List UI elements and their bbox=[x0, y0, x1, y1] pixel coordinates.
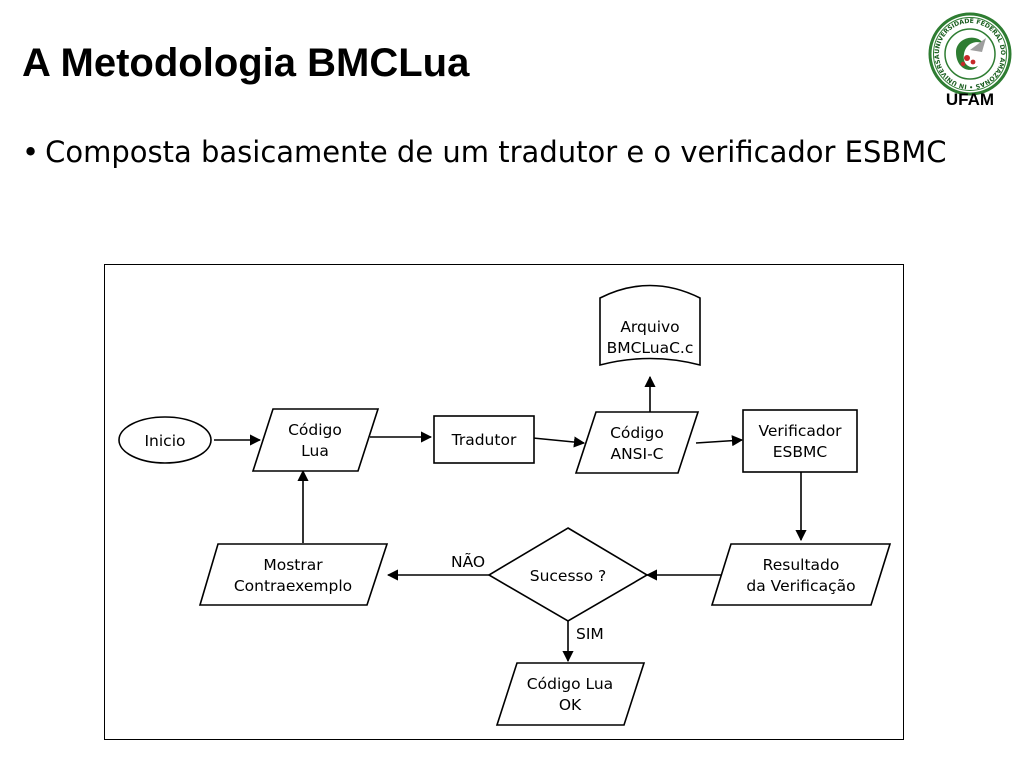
logo-text: UFAM bbox=[946, 90, 994, 108]
label-codigo-lua-2: Lua bbox=[301, 442, 329, 460]
label-tradutor: Tradutor bbox=[451, 431, 517, 449]
label-codigo-ansi-2: ANSI-C bbox=[610, 445, 663, 463]
node-tradutor bbox=[433, 415, 535, 464]
node-verificador bbox=[742, 409, 858, 473]
edge-label-sim: SIM bbox=[576, 625, 604, 643]
bullet-item: •Composta basicamente de um tradutor e o… bbox=[22, 128, 997, 176]
node-codigo-ansi bbox=[574, 411, 700, 474]
edge-tradutor-codigo-ansi bbox=[532, 436, 586, 448]
label-sucesso: Sucesso ? bbox=[530, 567, 607, 585]
node-codigo-lua bbox=[251, 408, 380, 472]
label-mostrar-1: Mostrar bbox=[263, 556, 323, 574]
flowchart: Inicio Código Lua Tradutor Código ANSI-C… bbox=[104, 264, 904, 740]
label-mostrar-2: Contraexemplo bbox=[234, 577, 352, 595]
node-arquivo bbox=[599, 284, 701, 367]
label-inicio: Inicio bbox=[144, 432, 185, 450]
node-inicio bbox=[118, 416, 212, 464]
node-codigo-ok bbox=[495, 662, 646, 726]
ufam-logo: UNIVERSIDADE FEDERAL DO AMAZONAS • IN UN… bbox=[923, 3, 1014, 109]
label-codigo-ansi-1: Código bbox=[610, 424, 664, 442]
label-codigo-ok-1: Código Lua bbox=[527, 675, 613, 693]
node-mostrar bbox=[198, 543, 389, 606]
node-resultado bbox=[710, 543, 892, 606]
label-resultado-2: da Verificação bbox=[746, 577, 855, 595]
slide-title: A Metodologia BMCLua bbox=[22, 41, 470, 85]
bullet-dot-icon: • bbox=[22, 135, 40, 169]
label-arquivo-2: BMCLuaC.c bbox=[607, 339, 694, 357]
label-verificador-2: ESBMC bbox=[773, 443, 827, 461]
label-arquivo-1: Arquivo bbox=[620, 318, 679, 336]
label-codigo-lua-1: Código bbox=[288, 421, 342, 439]
bullet-text: Composta basicamente de um tradutor e o … bbox=[45, 135, 947, 169]
label-verificador-1: Verificador bbox=[758, 422, 842, 440]
edge-codigo-ansi-verificador bbox=[695, 435, 744, 447]
label-resultado-1: Resultado bbox=[763, 556, 840, 574]
node-sucesso bbox=[487, 527, 649, 622]
label-codigo-ok-2: OK bbox=[559, 696, 582, 714]
edge-label-nao: NÃO bbox=[451, 552, 485, 571]
